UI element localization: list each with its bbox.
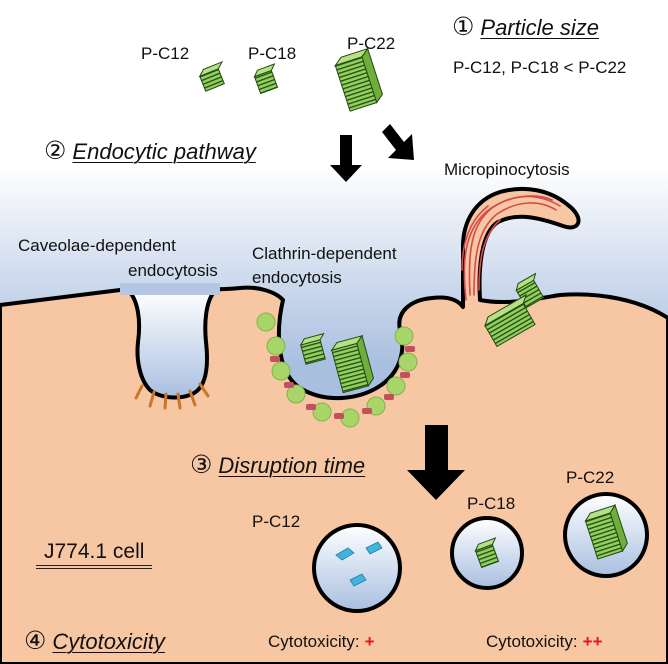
caveolae-mouth-fill xyxy=(120,283,220,295)
particle-clathrin-small xyxy=(299,332,326,365)
particle-size-relation: P-C12, P-C18 < P-C22 xyxy=(453,58,627,77)
label-p-c12-top: P-C12 xyxy=(141,44,190,63)
cytotoxicity-label: Cytotoxicity: xyxy=(486,632,578,651)
label-vesicle-p-c12: P-C12 xyxy=(252,512,301,531)
particle-p-c12-top xyxy=(198,60,225,92)
cytotoxicity-symbol: + xyxy=(364,632,375,651)
cytotoxicity-low: Cytotoxicity:+ xyxy=(268,632,375,652)
label-vesicle-p-c22: P-C22 xyxy=(566,468,615,487)
label-macropinocytosis: Micropinocytosis xyxy=(444,160,570,179)
particle-vesicle-p-c22 xyxy=(584,503,628,560)
step-number: ① xyxy=(452,12,475,41)
arrow-diagonal xyxy=(382,124,414,160)
label-p-c18-top: P-C18 xyxy=(248,44,297,63)
step-number: ④ xyxy=(24,626,47,655)
arrow-down-disruption xyxy=(407,425,465,500)
particle-macro-large xyxy=(484,293,536,348)
step-title: Cytotoxicity xyxy=(52,629,165,654)
label-clathrin-line1: Clathrin-dependent xyxy=(252,244,397,263)
clathrin-coat xyxy=(256,312,418,428)
arrow-down-top xyxy=(330,135,362,182)
particle-vesicle-p-c18 xyxy=(474,537,500,569)
cytotoxicity-label: Cytotoxicity: xyxy=(268,632,360,651)
step-title: Particle size xyxy=(480,15,600,40)
label-caveolae-line1: Caveolae-dependent xyxy=(18,236,176,255)
label-vesicle-p-c18: P-C18 xyxy=(467,494,516,513)
cytotoxicity-symbol: ++ xyxy=(582,632,603,651)
label-clathrin-line2: endocytosis xyxy=(252,268,342,287)
cytotoxicity-high: Cytotoxicity:++ xyxy=(486,632,603,652)
cell-line-label: J774.1 cell xyxy=(36,540,153,569)
particle-p-c22-top xyxy=(333,47,384,112)
particle-clathrin-large xyxy=(330,334,375,394)
caveolin-coat xyxy=(134,382,210,410)
label-p-c22-top: P-C22 xyxy=(347,34,396,53)
step-number: ② xyxy=(44,136,67,165)
label-caveolae-line2: endocytosis xyxy=(128,261,218,280)
particle-p-c18-top xyxy=(253,63,279,95)
step-number: ③ xyxy=(190,450,213,479)
step-title: Endocytic pathway xyxy=(72,139,256,164)
vesicle-p-c12 xyxy=(312,523,402,613)
actin-filaments xyxy=(461,195,561,301)
step-title: Disruption time xyxy=(218,453,366,478)
